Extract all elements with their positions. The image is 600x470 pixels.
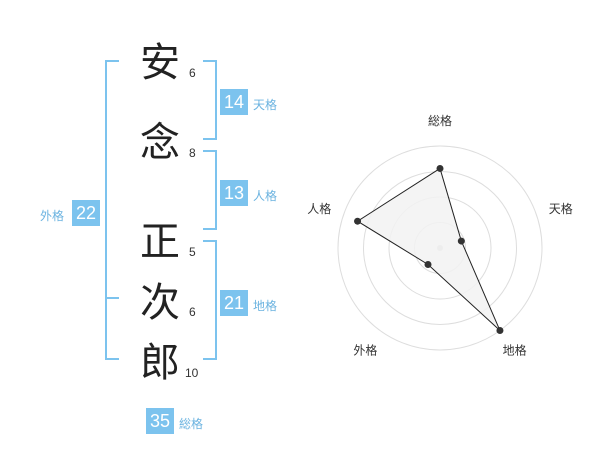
tenkaku-bracket bbox=[203, 60, 217, 140]
stroke-count-2: 8 bbox=[189, 146, 196, 160]
radar-series-area bbox=[356, 167, 501, 331]
radar-point-3 bbox=[496, 327, 504, 335]
stroke-count-3: 5 bbox=[189, 245, 196, 259]
name-char-1: 安 bbox=[140, 40, 180, 86]
jinkaku-value: 13 bbox=[220, 180, 248, 206]
name-char-4: 次 bbox=[140, 280, 180, 326]
jinkaku-label: 人格 bbox=[253, 189, 278, 203]
chikaku-bracket bbox=[203, 240, 217, 360]
radar-point-5 bbox=[354, 217, 362, 225]
radar-point-1 bbox=[436, 164, 444, 172]
soukaku-value: 35 bbox=[146, 408, 174, 434]
stroke-count-1: 6 bbox=[189, 66, 196, 80]
stroke-count-5: 10 bbox=[185, 366, 199, 380]
radar-axis-label-4: 外格 bbox=[353, 343, 377, 358]
stroke-count-4: 6 bbox=[189, 305, 196, 319]
chikaku-label: 地格 bbox=[253, 299, 278, 313]
radar-axis-label-3: 地格 bbox=[503, 343, 527, 358]
radar-point-4 bbox=[424, 261, 432, 269]
name-char-2: 念 bbox=[140, 120, 180, 166]
radar-axis-label-1: 総格 bbox=[428, 113, 452, 128]
jinkaku-bracket bbox=[203, 150, 217, 230]
gaikaku-label: 外格 bbox=[40, 209, 65, 223]
radar-point-2 bbox=[457, 237, 465, 245]
gaikaku-value: 22 bbox=[72, 200, 100, 226]
name-char-5: 郎 bbox=[140, 340, 180, 386]
gaikaku-bracket bbox=[105, 60, 119, 360]
radar-axis-label-2: 天格 bbox=[549, 201, 573, 216]
radar-axis-label-5: 人格 bbox=[307, 201, 331, 216]
radar-ring-4 bbox=[337, 145, 543, 351]
gaikaku-bracket-tick bbox=[105, 297, 119, 299]
name-char-3: 正 bbox=[140, 219, 180, 265]
tenkaku-value: 14 bbox=[220, 89, 248, 115]
chikaku-value: 21 bbox=[220, 290, 248, 316]
tenkaku-label: 天格 bbox=[253, 98, 278, 112]
soukaku-label: 総格 bbox=[179, 417, 204, 431]
